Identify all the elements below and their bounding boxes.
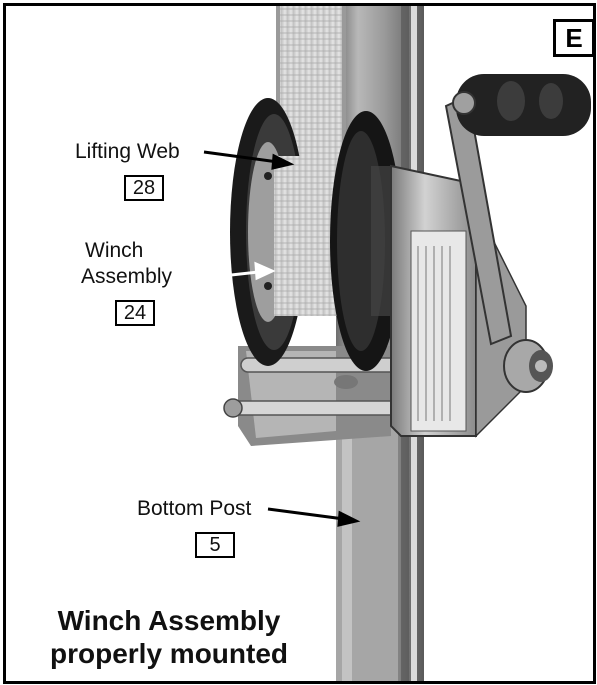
- figure-caption: Winch Assembly properly mounted: [24, 604, 314, 670]
- winch-assembly-part-number: 24: [115, 300, 155, 326]
- bottom-post-arrow: [267, 507, 345, 521]
- caption-line2: properly mounted: [49, 638, 288, 669]
- winch-assembly-label-line1: Winch: [85, 239, 144, 262]
- bottom-post-part-number: 5: [195, 532, 235, 558]
- winch-assembly-label-line2: Assembly: [81, 265, 173, 288]
- lifting-web-part-number: 28: [124, 175, 164, 201]
- bottom-post-arrowhead: [337, 510, 361, 527]
- lifting-web-label: Lifting Web: [75, 140, 180, 163]
- winch-assembly-arrowhead: [254, 261, 276, 281]
- figure-frame: E Lifting Web 28 Winch Assembly 24 Botto…: [3, 3, 596, 684]
- caption-line1: Winch Assembly: [57, 605, 281, 636]
- winch-housing-shape: [390, 164, 553, 438]
- lifting-web-arrowhead: [271, 153, 295, 170]
- crank-handle-shape: [444, 74, 591, 346]
- bottom-post-label: Bottom Post: [137, 497, 252, 520]
- lifting-web-arrow: [203, 150, 279, 164]
- right-flange-shape: [330, 111, 402, 371]
- panel-letter: E: [553, 19, 593, 57]
- winch-photo: [6, 6, 593, 681]
- mounting-bracket-shape: [223, 346, 419, 446]
- winch-assembly-arrow: [221, 270, 259, 278]
